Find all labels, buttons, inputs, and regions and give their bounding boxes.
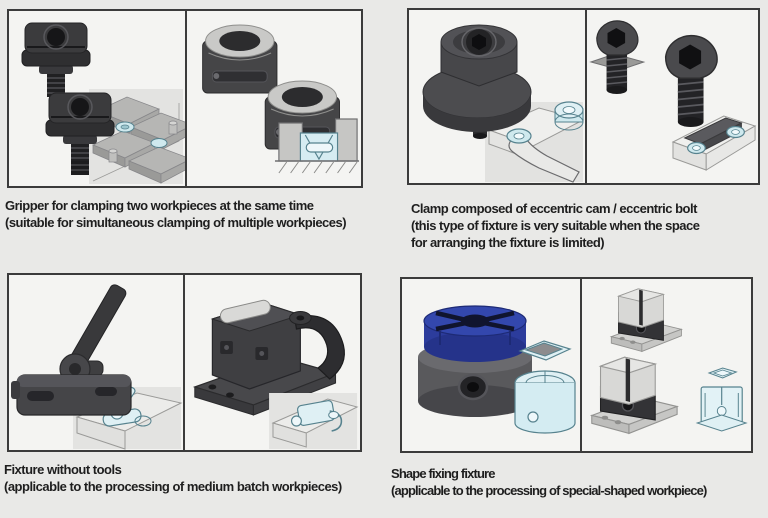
eccentric-bolt-with-washer (589, 20, 646, 95)
gripper-clamp-upper (21, 22, 91, 98)
caption-fixture-without-tools: Fixture without tools (applicable to the… (4, 461, 342, 495)
clamped-bar-inset (671, 115, 757, 171)
caption-line: for arranging the fixture is limited) (411, 235, 605, 250)
lever-toggle-clamp-illustration (11, 284, 183, 450)
panel-blue-collet-fixture (402, 279, 580, 451)
caption-line: Fixture without tools (4, 462, 122, 477)
panel-gripper-stud-clamps (9, 11, 185, 186)
gripper-stud-clamps-illustration (21, 22, 185, 184)
cam-box-clamp-illustration (192, 299, 359, 449)
caption-line: Clamp composed of eccentric cam / eccent… (411, 201, 697, 216)
caption-eccentric-clamp: Clamp composed of eccentric cam / eccent… (411, 200, 700, 251)
ring-clamp-block-upper (202, 24, 278, 94)
lineart-cam-clamp (290, 400, 343, 432)
plate-inset (269, 393, 359, 449)
caption-gripper-clamp: Gripper for clamping two workpieces at t… (5, 197, 347, 231)
groove-cross-section-inset (274, 118, 360, 174)
caption-line: (applicable to the processing of medium … (4, 479, 342, 494)
caption-shape-fixing-fixture: Shape fixing fixture (applicable to the … (391, 465, 707, 499)
panel-eccentric-bolts (585, 10, 758, 183)
toggle-clamp (11, 284, 132, 416)
blue-collet-fixture-illustration (418, 305, 576, 434)
ring-clamp-blocks-illustration (202, 24, 360, 174)
lineart-vise (695, 367, 748, 432)
caption-line: Shape fixing fixture (391, 466, 495, 481)
wrench-inset (485, 101, 585, 183)
caption-line: (applicable to the processing of special… (391, 483, 707, 498)
vise-lower (591, 356, 678, 435)
figure-group-eccentric-clamp (407, 8, 760, 185)
eccentric-bolts-illustration (589, 20, 757, 171)
caption-line: (suitable for simultaneous clamping of m… (5, 215, 347, 230)
eccentric-bolt-large (664, 34, 719, 128)
panel-ring-clamp-blocks (185, 11, 361, 186)
panel-split-jaw-vises (580, 279, 751, 451)
eccentric-cam-nut-illustration (422, 24, 585, 183)
figure-group-gripper-clamp (7, 9, 363, 188)
panel-cam-box-clamp (183, 275, 360, 450)
caption-line: Gripper for clamping two workpieces at t… (5, 198, 314, 213)
panel-lever-toggle-clamp (9, 275, 183, 450)
caption-line: (this type of fixture is very suitable w… (411, 218, 700, 233)
blue-collet-fixture (418, 305, 532, 417)
gripper-clamp-lower (45, 92, 115, 175)
vise-upper (610, 288, 682, 352)
figure-group-fixture-without-tools (7, 273, 362, 452)
figure-group-shape-fixing-fixture (400, 277, 753, 453)
eccentric-cam-nut (422, 24, 532, 139)
lineart-collet-with-blank (514, 340, 576, 434)
panel-eccentric-cam-nut (409, 10, 585, 183)
split-jaw-vises-illustration (591, 288, 748, 435)
